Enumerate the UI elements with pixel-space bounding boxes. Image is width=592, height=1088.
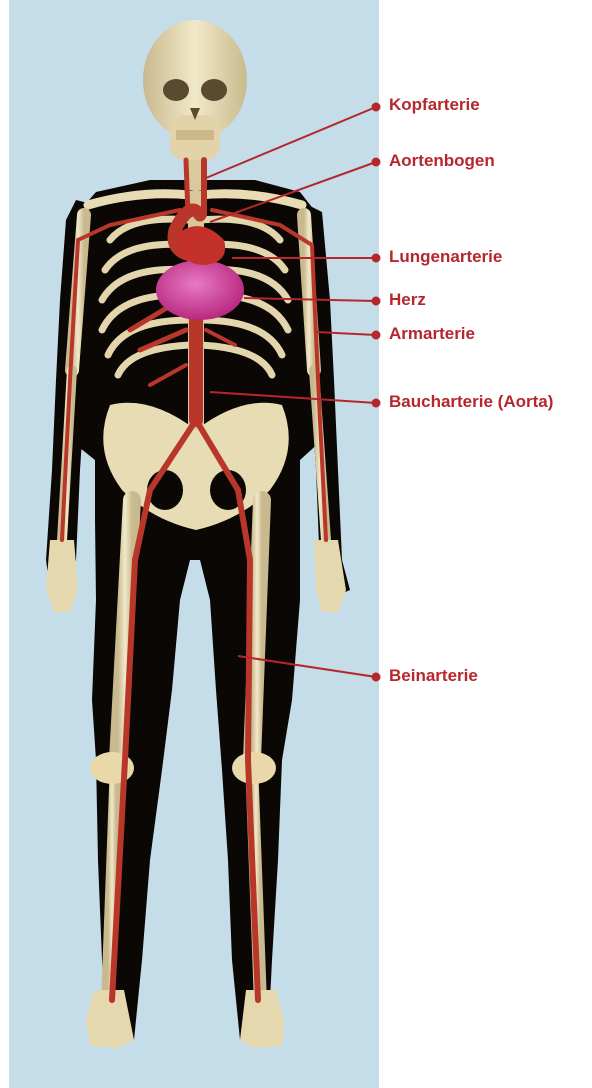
feet xyxy=(86,990,284,1048)
label-herz: Herz xyxy=(389,290,426,310)
label-aortenbogen: Aortenbogen xyxy=(389,151,495,171)
label-kopfarterie: Kopfarterie xyxy=(389,95,480,115)
skull xyxy=(143,20,247,190)
label-armarterie: Armarterie xyxy=(389,324,475,344)
label-baucharterie: Baucharterie (Aorta) xyxy=(389,392,553,412)
label-lungenarterie: Lungenarterie xyxy=(389,247,502,267)
label-beinarterie: Beinarterie xyxy=(389,666,478,686)
